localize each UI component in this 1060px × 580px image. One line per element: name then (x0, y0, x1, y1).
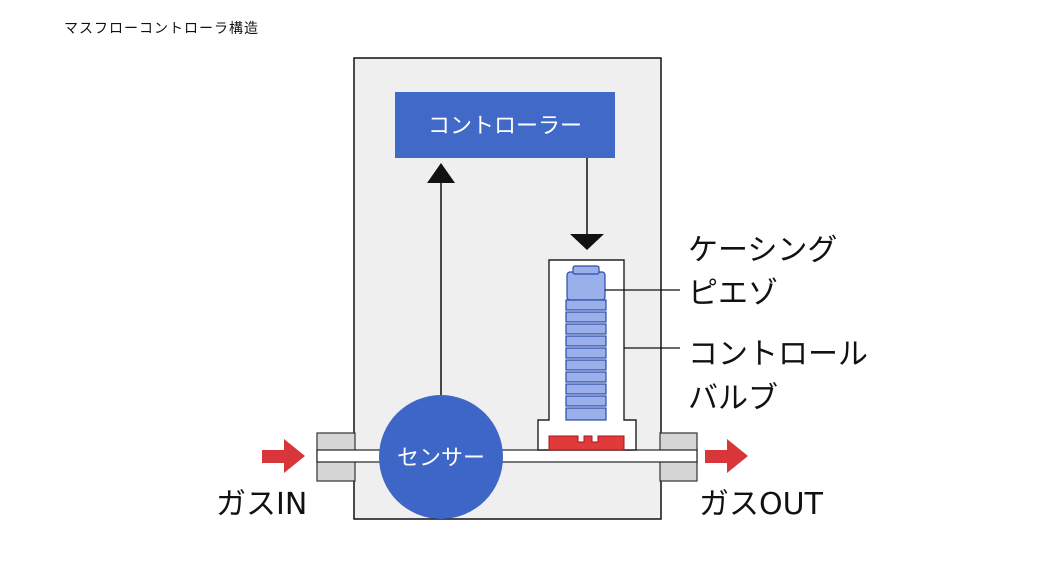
gas-pipe (316, 449, 698, 463)
valve-seat (548, 435, 625, 451)
gas-in-arrow (262, 439, 305, 473)
gas-out-arrow (705, 439, 748, 473)
controller-label: コントローラー (428, 114, 582, 139)
gas-in-label: ガスIN (216, 487, 307, 522)
gas-out-label: ガスOUT (699, 487, 824, 522)
valve-label-line2: バルブ (688, 381, 778, 416)
controller-box (395, 92, 615, 158)
valve-stem-top (572, 265, 600, 275)
sensor-label: センサー (397, 446, 485, 471)
page-title: マスフローコントローラ構造 (64, 21, 259, 37)
piezo-block (566, 271, 606, 301)
control-signal-arrowhead (570, 234, 604, 250)
valve-label-line1: コントロール (688, 337, 868, 372)
sensor-signal-arrowhead (427, 163, 455, 183)
casing-label: ケーシング (688, 233, 837, 268)
piezo-label: ピエゾ (688, 276, 778, 311)
valve-stack (565, 299, 607, 421)
sensor-circle (379, 395, 503, 519)
